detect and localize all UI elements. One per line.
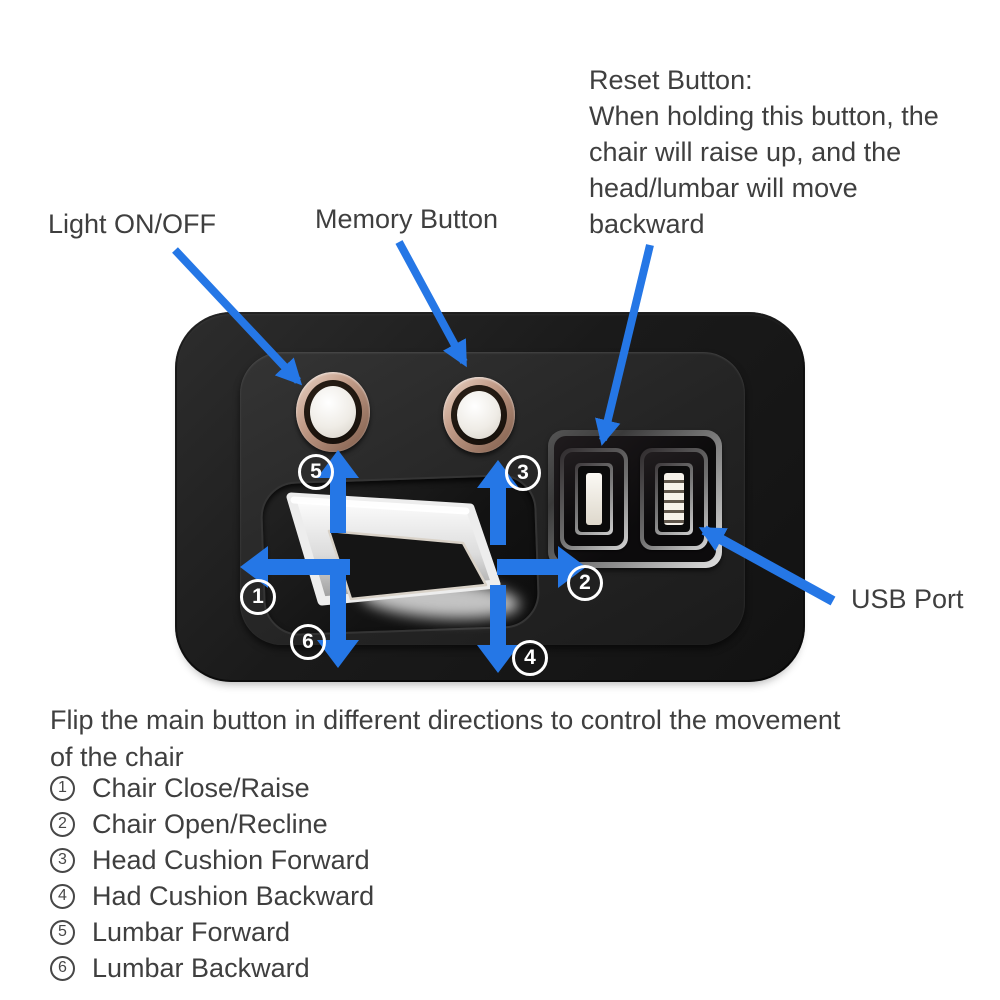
usb-receptacle-cavity <box>578 466 610 532</box>
reset-note-line: Reset Button: <box>589 65 753 95</box>
marker-3-digit: 3 <box>517 461 529 484</box>
reset-note-line: When holding this button, the <box>589 101 939 131</box>
usb-receptacle-cavity <box>658 466 690 532</box>
reset-note-line: chair will raise up, and the <box>589 137 902 167</box>
usb-tongue <box>586 473 602 525</box>
legend-circle-5: 5 <box>50 919 75 945</box>
usb-module <box>548 430 722 568</box>
legend-circle-2: 2 <box>50 811 75 837</box>
light-button-cap <box>310 386 356 438</box>
reset-note-line: head/lumbar will move <box>589 173 858 203</box>
usb-port-left <box>560 448 628 550</box>
usb-tongue-contacts <box>664 473 684 525</box>
footer-intro: Flip the main button in different direct… <box>50 702 840 776</box>
legend-item: 4 Had Cushion Backward <box>50 878 374 914</box>
legend-label-6: Lumbar Backward <box>92 952 310 983</box>
legend-item: 6 Lumbar Backward <box>50 950 374 986</box>
usb-port-right-face <box>644 452 704 546</box>
legend-label-5: Lumbar Forward <box>92 916 291 947</box>
marker-chair-close: 1 <box>240 579 276 615</box>
marker-chair-open: 2 <box>567 565 603 601</box>
light-on-off-button <box>296 372 370 452</box>
usb-port-right <box>640 448 708 550</box>
legend-label-4: Had Cushion Backward <box>92 880 375 911</box>
reset-note-line: backward <box>589 209 705 239</box>
marker-lumbar-forward: 5 <box>298 454 334 490</box>
legend-circle-1: 1 <box>50 775 75 801</box>
footer-intro-line1: Flip the main button in different direct… <box>50 705 841 735</box>
footer-intro-line2: of the chair <box>50 742 184 772</box>
legend-item: 5 Lumbar Forward <box>50 914 374 950</box>
legend-circle-6: 6 <box>50 955 75 981</box>
legend-item: 2 Chair Open/Recline <box>50 806 374 842</box>
marker-head-backward: 4 <box>512 640 548 676</box>
legend-circle-4: 4 <box>50 883 75 909</box>
legend-item: 3 Head Cushion Forward <box>50 842 374 878</box>
marker-5-digit: 5 <box>310 460 322 483</box>
memory-button-cap <box>457 391 501 439</box>
legend-label-2: Chair Open/Recline <box>92 808 328 839</box>
memory-button-label: Memory Button <box>315 204 499 234</box>
light-onoff-label: Light ON/OFF <box>48 209 217 239</box>
legend-circle-3: 3 <box>50 847 75 873</box>
legend-list: 1 Chair Close/Raise 2 Chair Open/Recline… <box>50 770 374 986</box>
marker-lumbar-backward: 6 <box>290 624 326 660</box>
memory-button <box>443 377 515 453</box>
marker-1-digit: 1 <box>252 585 264 608</box>
usb-receptacle-icon <box>655 463 693 535</box>
marker-6-digit: 6 <box>302 630 314 653</box>
legend-item: 1 Chair Close/Raise <box>50 770 374 806</box>
reset-button-note: Reset Button: When holding this button, … <box>589 62 939 242</box>
legend-label-1: Chair Close/Raise <box>92 772 310 803</box>
usb-port-left-face <box>564 452 624 546</box>
marker-head-forward: 3 <box>505 455 541 491</box>
marker-2-digit: 2 <box>579 571 591 594</box>
legend-label-3: Head Cushion Forward <box>92 844 370 875</box>
usb-receptacle-icon <box>575 463 613 535</box>
usb-port-label: USB Port <box>851 584 964 614</box>
marker-4-digit: 4 <box>524 646 536 669</box>
